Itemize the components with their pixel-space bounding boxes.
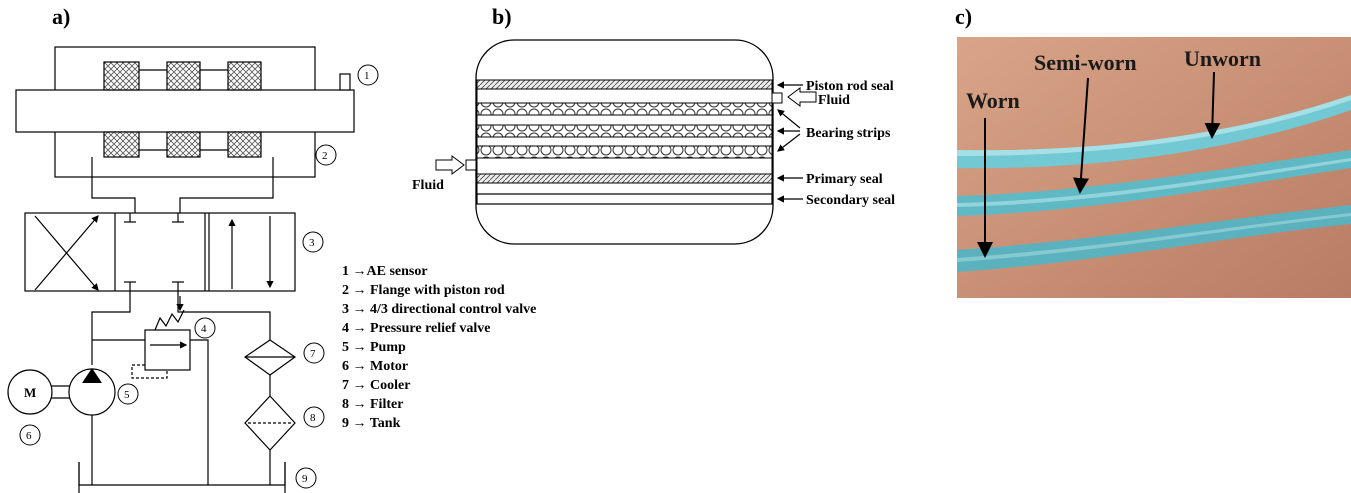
svg-text:2: 2	[322, 150, 328, 162]
secondary-seal-layer	[476, 193, 773, 205]
svg-text:1: 1	[364, 70, 370, 82]
panel-c-label: c)	[955, 4, 972, 29]
number-circle-1: 1	[357, 64, 379, 86]
legend-item-5: 5 → Pump	[342, 340, 406, 355]
filter	[244, 395, 296, 451]
label-secondary-seal: Secondary seal	[806, 193, 895, 208]
number-circle-3: 3	[302, 231, 324, 253]
label-fluid-right: Fluid	[818, 93, 850, 108]
flange-with-piston-rod	[15, 46, 355, 178]
number-circle-7: 7	[303, 342, 325, 364]
number-circle-2: 2	[315, 144, 337, 166]
label-fluid-left: Fluid	[412, 178, 444, 193]
number-circle-4: 4	[194, 317, 216, 339]
fluid-arrow-left	[435, 155, 465, 175]
number-circle-5: 5	[117, 383, 139, 405]
svg-text:9: 9	[302, 473, 308, 485]
svg-text:8: 8	[310, 412, 316, 424]
tank	[78, 462, 286, 486]
pressure-relief-valve	[131, 296, 191, 379]
legend-item-1: 1 →AE sensor	[342, 264, 428, 279]
legend-item-2: 2 → Flange with piston rod	[342, 283, 505, 298]
seal-photo	[957, 37, 1351, 298]
pump	[50, 368, 116, 416]
legend-item-3: 3 → 4/3 directional control valve	[342, 302, 536, 317]
svg-text:5: 5	[124, 389, 130, 401]
motor: M	[7, 369, 53, 415]
label-unworn: Unworn	[1184, 46, 1261, 71]
bearing-strip-1	[476, 102, 773, 116]
cooler	[243, 339, 297, 376]
number-circle-9: 9	[295, 467, 317, 489]
legend-item-9: 9 → Tank	[342, 416, 401, 431]
piston-rod-seal-layer	[476, 79, 773, 90]
number-circle-6: 6	[19, 424, 41, 446]
legend: 1 →AE sensor 2 → Flange with piston rod …	[342, 264, 536, 431]
callout-numbers: 1 2 3 4 5 6 7 8 9	[19, 64, 379, 489]
motor-symbol: M	[24, 385, 36, 400]
bearing-strip-3	[476, 145, 773, 159]
panel-c: c) Worn Semi-worn Unworn	[955, 4, 1351, 298]
directional-control-valve	[24, 212, 296, 292]
legend-item-4: 4 → Pressure relief valve	[342, 321, 491, 336]
panel-a: a)	[7, 4, 536, 493]
label-worn: Worn	[966, 88, 1020, 113]
label-bearing-strips: Bearing strips	[806, 126, 891, 141]
fluid-arrow-right	[787, 87, 817, 107]
number-circle-8: 8	[303, 406, 325, 428]
legend-item-7: 7 → Cooler	[342, 378, 410, 393]
ae-sensor	[339, 73, 351, 91]
svg-text:7: 7	[310, 348, 316, 360]
bearing-strip-2	[476, 124, 773, 138]
primary-seal-layer	[476, 173, 773, 184]
legend-item-6: 6 → Motor	[342, 359, 408, 374]
svg-text:3: 3	[309, 237, 315, 249]
svg-text:6: 6	[26, 430, 32, 442]
panel-b: b) Piston rod seal Fluid Bearing strips …	[412, 4, 895, 245]
panel-a-label: a)	[52, 4, 70, 29]
label-piston-rod-seal: Piston rod seal	[806, 79, 894, 94]
panel-b-label: b)	[492, 4, 512, 29]
svg-text:4: 4	[201, 323, 207, 335]
label-primary-seal: Primary seal	[806, 172, 883, 187]
legend-item-8: 8 → Filter	[342, 397, 403, 412]
label-semi-worn: Semi-worn	[1034, 50, 1137, 75]
